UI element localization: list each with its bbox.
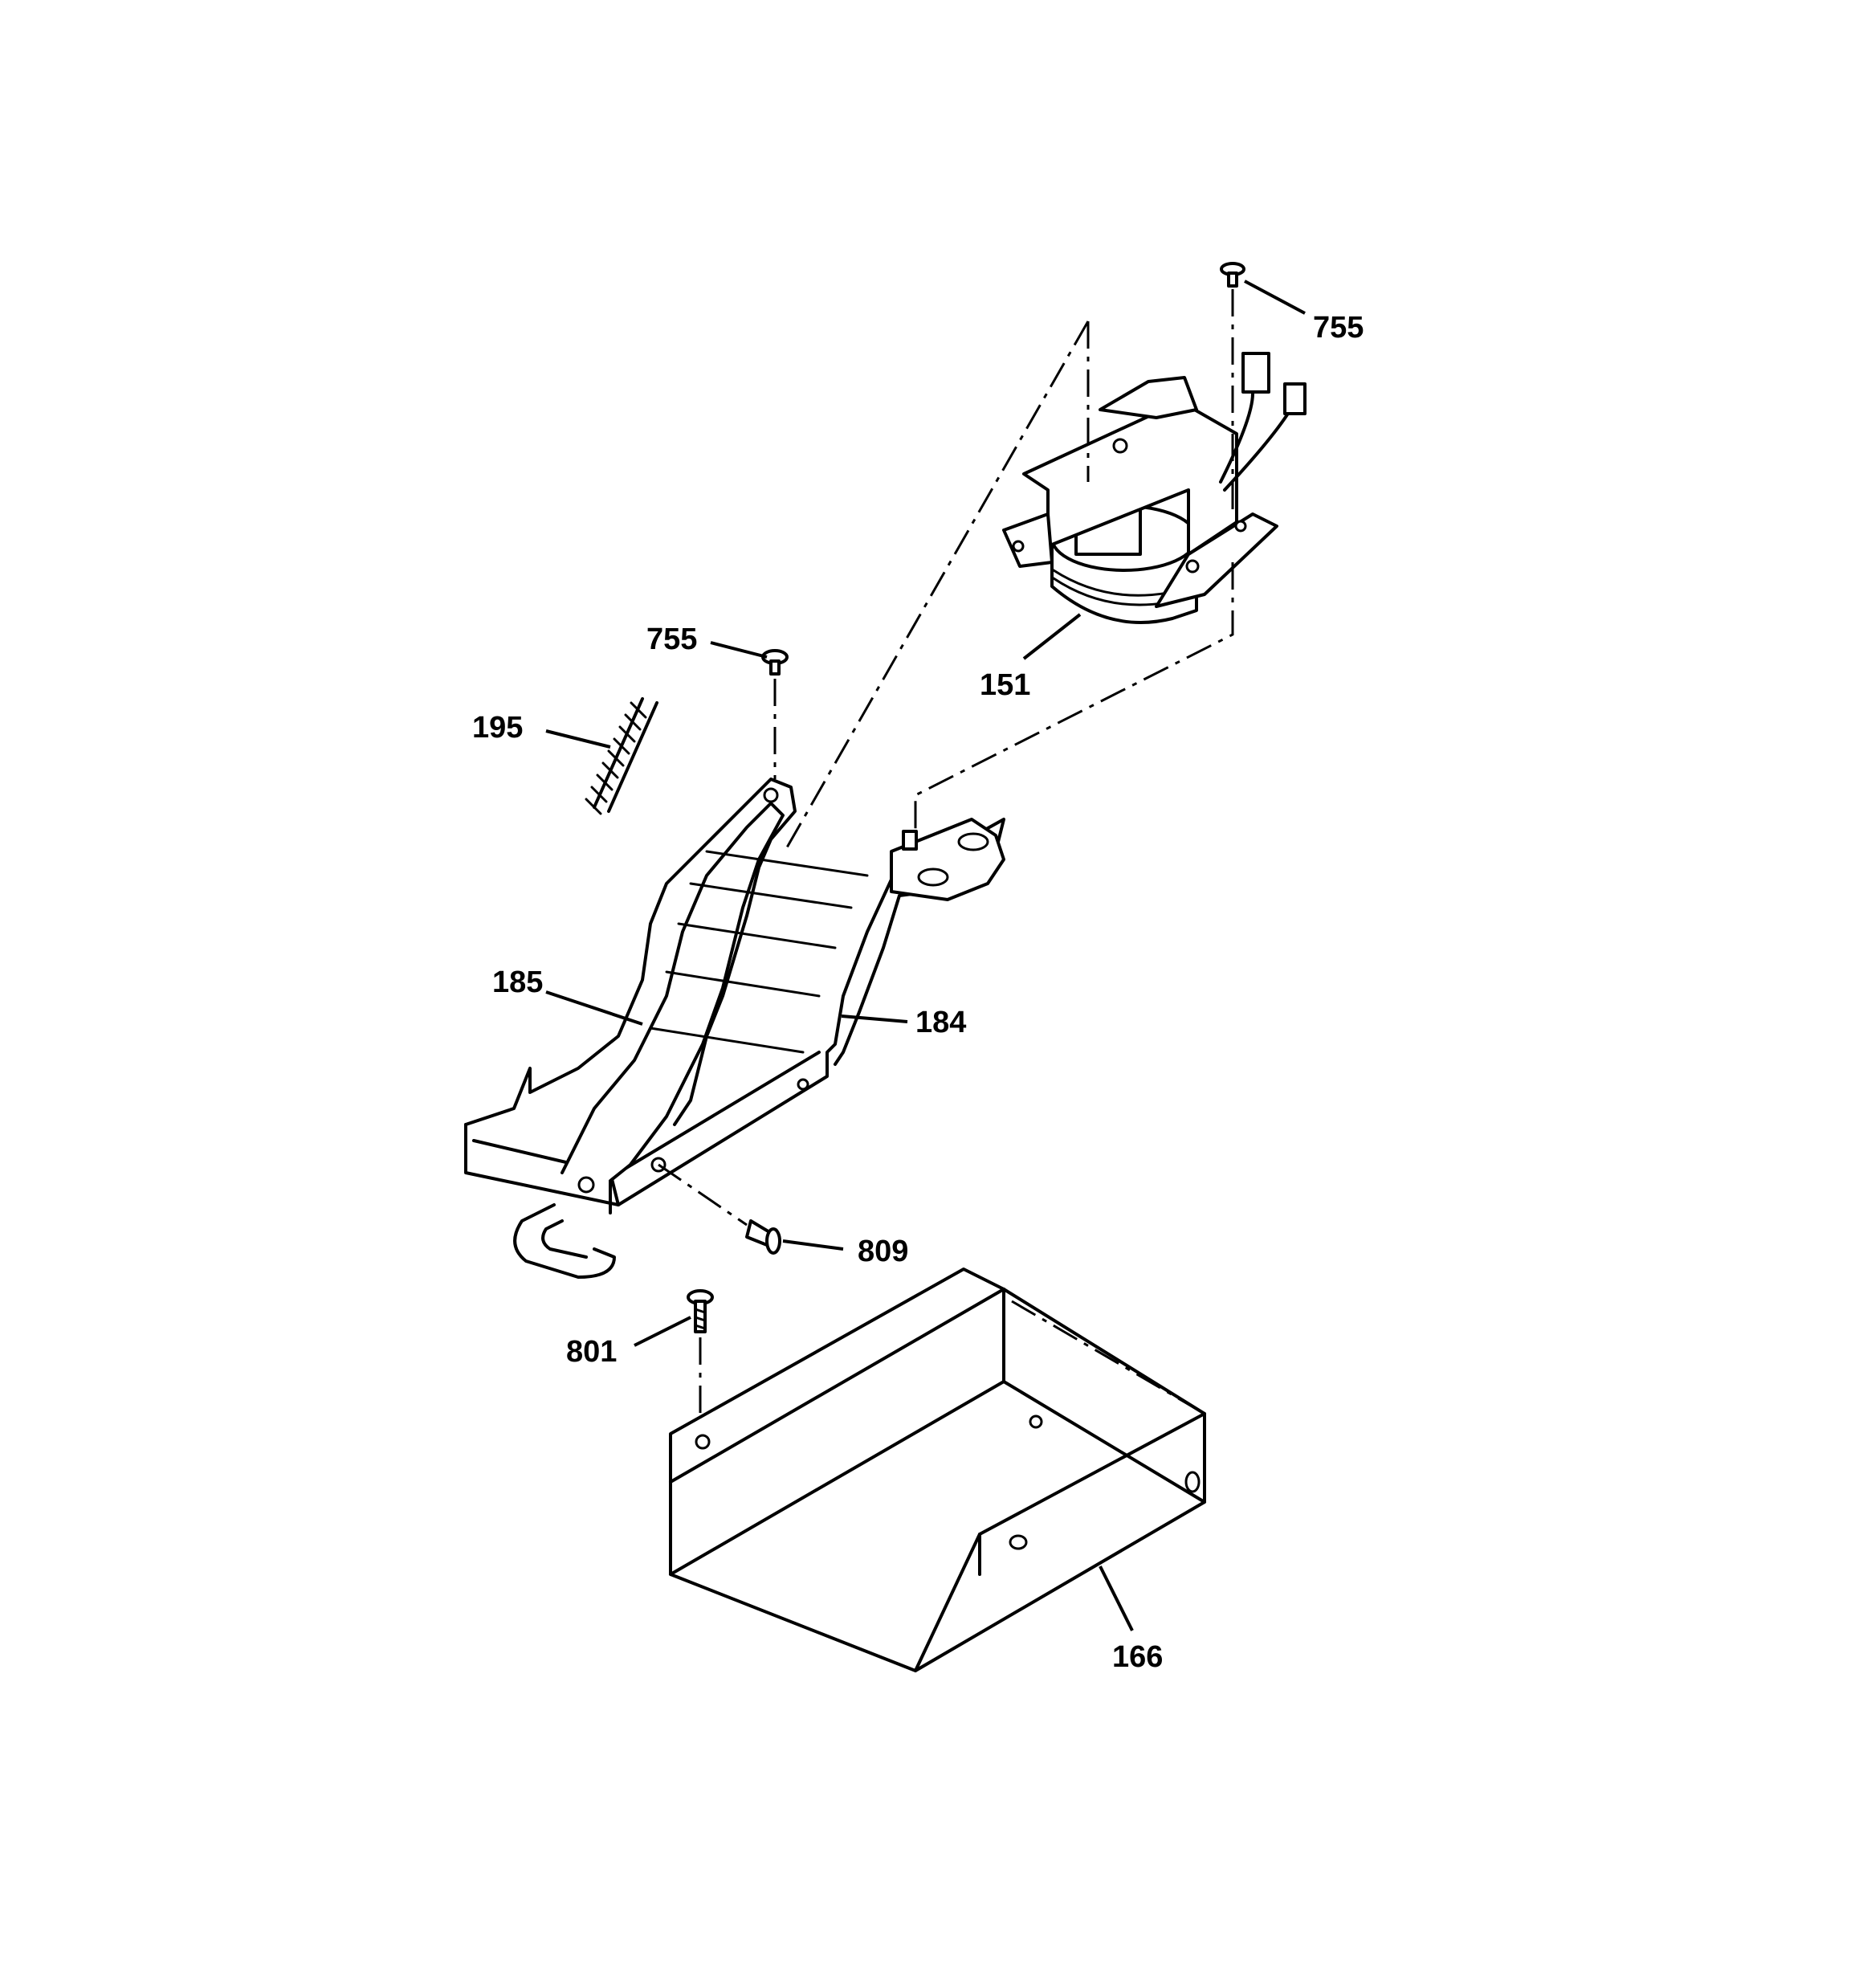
screw-side <box>745 1219 781 1255</box>
screw-side-axis <box>658 1163 748 1227</box>
callout-195: 195 <box>472 711 523 745</box>
leader-184 <box>841 1014 908 1023</box>
leader-755-top <box>1244 280 1306 315</box>
leader-166 <box>1099 1565 1134 1631</box>
motor-to-bracket-line <box>914 562 1234 835</box>
chute-and-bracket <box>464 778 1005 1279</box>
screw-bracket <box>761 649 789 676</box>
tray <box>669 1268 1206 1672</box>
motor-to-chute-line <box>785 320 1090 848</box>
screw-top <box>1220 262 1245 288</box>
spring <box>585 697 658 815</box>
callout-801: 801 <box>566 1335 617 1369</box>
callout-166: 166 <box>1112 1640 1163 1674</box>
callout-185: 185 <box>492 965 543 999</box>
leader-151 <box>1022 613 1082 660</box>
motor-assembly <box>1002 352 1307 624</box>
leader-195 <box>545 729 611 749</box>
leader-801 <box>634 1316 691 1347</box>
callout-809: 809 <box>858 1235 908 1268</box>
leader-809 <box>782 1239 844 1251</box>
callout-184: 184 <box>915 1006 966 1039</box>
callout-755-top: 755 <box>1313 311 1364 345</box>
leader-185 <box>545 990 643 1026</box>
callout-151: 151 <box>980 668 1030 702</box>
leader-755-bracket <box>710 641 768 659</box>
callout-755-bracket: 755 <box>646 623 697 656</box>
screw-tray <box>687 1289 714 1333</box>
